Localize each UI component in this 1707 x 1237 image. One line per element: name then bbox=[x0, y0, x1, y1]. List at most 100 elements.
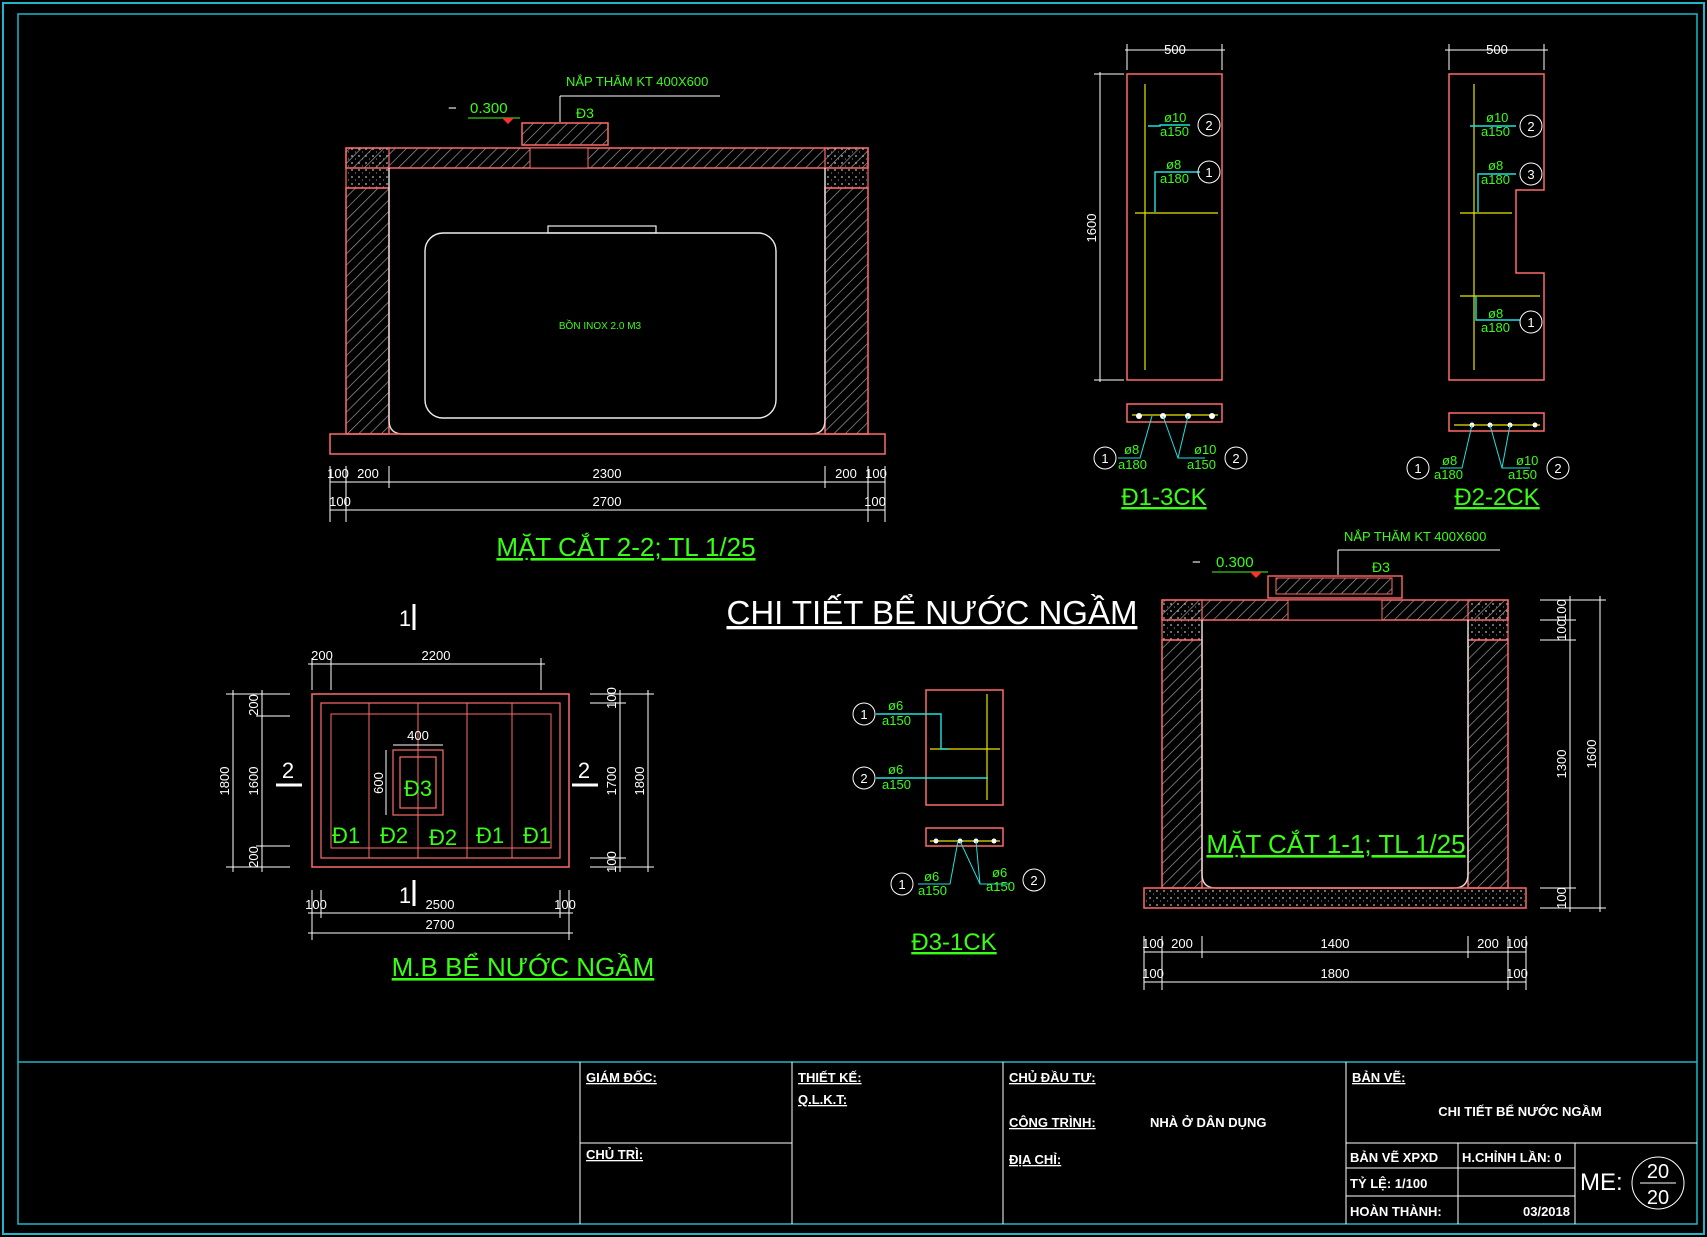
s11-dim-r1-1: 200 bbox=[1171, 936, 1193, 951]
d1-mid-dia: ø8 bbox=[1166, 157, 1181, 172]
inner-frame bbox=[17, 13, 1698, 1225]
d2-top-dia: ø10 bbox=[1486, 110, 1508, 125]
tb-cong-trinh-value: NHÀ Ở DÂN DỤNG bbox=[1150, 1115, 1267, 1130]
d1-top-dia: ø10 bbox=[1164, 110, 1186, 125]
plan-right-3: 100 bbox=[604, 851, 619, 873]
cover-tag: Đ3 bbox=[576, 105, 594, 121]
d3-bl-dia: ø6 bbox=[924, 869, 939, 884]
d2-low-sp: a180 bbox=[1481, 320, 1510, 335]
s11-right-outer: 1600 bbox=[1584, 740, 1599, 769]
drawing-main-title: CHI TIẾT BỂ NƯỚC NGẦM bbox=[727, 594, 1138, 631]
d3-r2-dia: ø6 bbox=[888, 762, 903, 777]
tb-sheet-total: 20 bbox=[1647, 1187, 1669, 1209]
d1-width: 500 bbox=[1164, 42, 1186, 57]
plan-mark-2-left: 2 bbox=[282, 758, 294, 783]
section-1-1: − 0.300 NẮP THĂM KT 400X600 Đ3 MẶT CẮT 1… bbox=[1142, 529, 1606, 990]
plan-right-2: 1800 bbox=[632, 767, 647, 796]
level-value: 0.300 bbox=[470, 100, 508, 117]
dim-22-r1-0: 100 bbox=[327, 466, 349, 481]
dim-22-r1-4: 100 bbox=[865, 466, 887, 481]
d1-mid-mark: 1 bbox=[1205, 165, 1212, 180]
plan-top-1: 2200 bbox=[422, 648, 451, 663]
s11-dim-r1-4: 100 bbox=[1506, 936, 1528, 951]
plan-title: M.B BỂ NƯỚC NGẦM bbox=[392, 952, 655, 982]
plan-panel-2: Đ2 bbox=[429, 825, 457, 850]
tb-giam-doc: GIÁM ĐỐC: bbox=[586, 1070, 657, 1085]
plan-mark-1-top: 1 bbox=[399, 606, 411, 631]
plan-bottom-3: 2700 bbox=[426, 917, 455, 932]
section-2-2-title: MẶT CẮT 2-2; TL 1/25 bbox=[496, 532, 755, 562]
d3-r1-dia: ø6 bbox=[888, 698, 903, 713]
plan-panel-1: Đ2 bbox=[380, 823, 408, 848]
d2-bl-dia: ø8 bbox=[1442, 453, 1457, 468]
tb-cong-trinh-label: CÔNG TRÌNH: bbox=[1009, 1115, 1096, 1130]
d3-r2-sp: a150 bbox=[882, 777, 911, 792]
base-slab bbox=[329, 433, 886, 455]
d1-height: 1600 bbox=[1084, 214, 1099, 243]
plan-bottom-0: 100 bbox=[305, 897, 327, 912]
s11-dim-r2-0: 100 bbox=[1142, 966, 1164, 981]
d2-br-dia: ø10 bbox=[1516, 453, 1538, 468]
plan-left-3: 200 bbox=[246, 846, 261, 868]
d2-top-mark: 2 bbox=[1527, 119, 1534, 134]
plan-left-2: 1600 bbox=[246, 767, 261, 796]
s11-dim-r2-1: 1800 bbox=[1321, 966, 1350, 981]
d3-r2-mark: 2 bbox=[860, 771, 867, 786]
s11-level-prefix: − bbox=[1192, 554, 1201, 571]
dim-22-r1-3: 200 bbox=[835, 466, 857, 481]
tb-hoan-thanh-label: HOÀN THÀNH: bbox=[1350, 1204, 1442, 1219]
s11-dim-r1-2: 1400 bbox=[1321, 936, 1350, 951]
d1-bl-dia: ø8 bbox=[1124, 442, 1139, 457]
manhole-cover bbox=[521, 122, 609, 146]
d2-low-mark: 1 bbox=[1527, 315, 1534, 330]
plan-left-1: 200 bbox=[246, 694, 261, 716]
d1-br-dia: ø10 bbox=[1194, 442, 1216, 457]
d1-title: Đ1-3CK bbox=[1121, 484, 1206, 511]
plan-panel-4: Đ1 bbox=[523, 823, 551, 848]
d1-br-mark: 2 bbox=[1232, 451, 1239, 466]
manhole-note: NẮP THĂM KT 400X600 bbox=[566, 74, 708, 89]
dim-22-r2-0: 100 bbox=[329, 494, 351, 509]
d3-r1-mark: 1 bbox=[860, 707, 867, 722]
detail-d2: 500 ø10 a150 2 ø8 a180 3 ø8 a180 1 1 ø8 … bbox=[1406, 42, 1570, 511]
tb-hoan-thanh-value: 03/2018 bbox=[1523, 1204, 1570, 1219]
d2-br-sp: a150 bbox=[1508, 467, 1537, 482]
d2-bl-mark: 1 bbox=[1414, 461, 1421, 476]
plan-opening-w: 400 bbox=[407, 728, 429, 743]
d1-br-sp: a150 bbox=[1187, 457, 1216, 472]
s11-right-3: 100 bbox=[1554, 887, 1569, 909]
d3-br-dia: ø6 bbox=[992, 865, 1007, 880]
d3-bl-sp: a150 bbox=[918, 883, 947, 898]
d2-top-sp: a150 bbox=[1481, 124, 1510, 139]
level-prefix: − bbox=[448, 100, 457, 117]
tb-qlkt: Q.L.K.T: bbox=[798, 1092, 847, 1107]
d2-br-mark: 2 bbox=[1554, 461, 1561, 476]
d2-low-dia: ø8 bbox=[1488, 306, 1503, 321]
tb-ban-ve-label: BẢN VẼ: bbox=[1352, 1070, 1405, 1085]
tb-sheet-label: ME: bbox=[1580, 1169, 1623, 1196]
d2-width: 500 bbox=[1486, 42, 1508, 57]
dim-22-r2-1: 2700 bbox=[593, 494, 622, 509]
tb-chu-dau-tu: CHỦ ĐẦU TƯ: bbox=[1009, 1070, 1096, 1085]
s11-level: 0.300 bbox=[1216, 554, 1254, 571]
dim-22-r1-2: 2300 bbox=[593, 466, 622, 481]
tb-ty-le: TỶ LỆ: 1/100 bbox=[1350, 1176, 1427, 1191]
s11-manhole-note: NẮP THĂM KT 400X600 bbox=[1344, 529, 1486, 544]
plan-bottom-1: 2500 bbox=[426, 897, 455, 912]
plan-panel-0: Đ1 bbox=[332, 823, 360, 848]
d2-bl-sp: a180 bbox=[1434, 467, 1463, 482]
d1-bl-sp: a180 bbox=[1118, 457, 1147, 472]
plan-right-0: 100 bbox=[604, 687, 619, 709]
detail-d1: 500 1600 ø10 a150 2 ø8 a180 1 1 ø8 a180 … bbox=[1084, 42, 1248, 511]
top-slab bbox=[345, 147, 869, 169]
d2-mid-sp: a180 bbox=[1481, 172, 1510, 187]
tb-sheet-no: 20 bbox=[1647, 1161, 1669, 1183]
d3-br-sp: a150 bbox=[986, 879, 1015, 894]
plan-panel-3: Đ1 bbox=[476, 823, 504, 848]
plan-top-0: 200 bbox=[311, 648, 333, 663]
s11-right-0: 100 bbox=[1554, 599, 1569, 621]
detail-d3: 1 ø6 a150 2 ø6 a150 1 ø6 a150 ø6 a150 2 … bbox=[852, 689, 1046, 956]
